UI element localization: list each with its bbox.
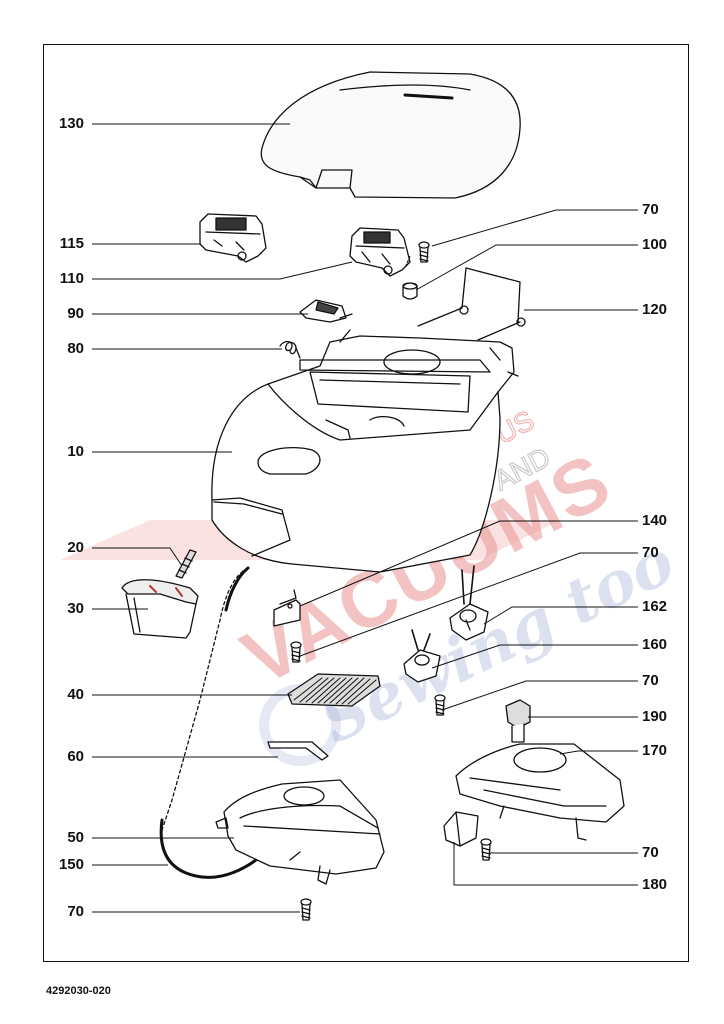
label-part-70-mid-2: 70 <box>642 672 659 689</box>
part-190-plug <box>505 699 531 743</box>
part-162-lamp-socket <box>449 565 489 641</box>
label-part-190: 190 <box>642 708 668 725</box>
document-number: 4292030-020 <box>46 985 111 997</box>
part-70-screw-bottom-right <box>480 838 492 861</box>
part-70-screw-top <box>418 241 430 263</box>
label-part-180: 180 <box>642 876 668 893</box>
label-part-60: 60 <box>67 748 84 765</box>
part-130-top-cover <box>260 71 521 199</box>
leader-lines <box>92 123 638 913</box>
label-part-110: 110 <box>59 270 84 287</box>
label-part-162: 162 <box>642 598 668 615</box>
part-70-screw-bottom-left <box>300 898 312 921</box>
part-90-bracket <box>299 299 353 323</box>
part-30-handle <box>121 579 199 639</box>
label-part-170: 170 <box>642 742 668 759</box>
part-180-switch-cover <box>443 811 479 847</box>
part-70-screw-mid <box>290 641 302 663</box>
part-50-base <box>215 779 385 885</box>
diagram-frame <box>43 44 689 962</box>
label-part-100: 100 <box>642 236 668 253</box>
part-80-spring <box>279 340 301 359</box>
label-part-80: 80 <box>67 340 84 357</box>
label-part-40: 40 <box>67 686 84 703</box>
label-part-160: 160 <box>642 636 668 653</box>
label-part-115: 115 <box>59 235 84 252</box>
label-part-50: 50 <box>67 829 84 846</box>
part-60-hex-key <box>267 741 329 761</box>
label-part-140: 140 <box>642 512 668 529</box>
part-20-screw <box>175 549 197 579</box>
label-part-70-mid-1: 70 <box>642 544 659 561</box>
part-140-latch-bracket <box>273 589 301 627</box>
label-part-20: 20 <box>67 539 84 556</box>
label-part-10: 10 <box>67 443 84 460</box>
part-150-cable <box>159 566 268 879</box>
label-part-70-top: 70 <box>642 201 659 218</box>
label-part-130: 130 <box>58 115 84 132</box>
part-160-lamp-socket <box>403 629 441 683</box>
label-part-70-bottom-left: 70 <box>67 903 84 920</box>
label-part-150: 150 <box>58 856 84 873</box>
part-170-cover-plate <box>455 743 625 841</box>
label-part-120: 120 <box>642 301 668 318</box>
part-110-switch-block <box>349 227 411 277</box>
part-40-filter-grille <box>287 673 381 707</box>
part-115-switch-block <box>199 213 267 263</box>
part-120-spring-set <box>417 267 526 341</box>
label-part-70-bottom-right: 70 <box>642 844 659 861</box>
label-part-90: 90 <box>67 305 84 322</box>
part-100-nut <box>402 282 418 300</box>
part-10-main-housing <box>211 329 519 573</box>
label-part-30: 30 <box>67 600 84 617</box>
